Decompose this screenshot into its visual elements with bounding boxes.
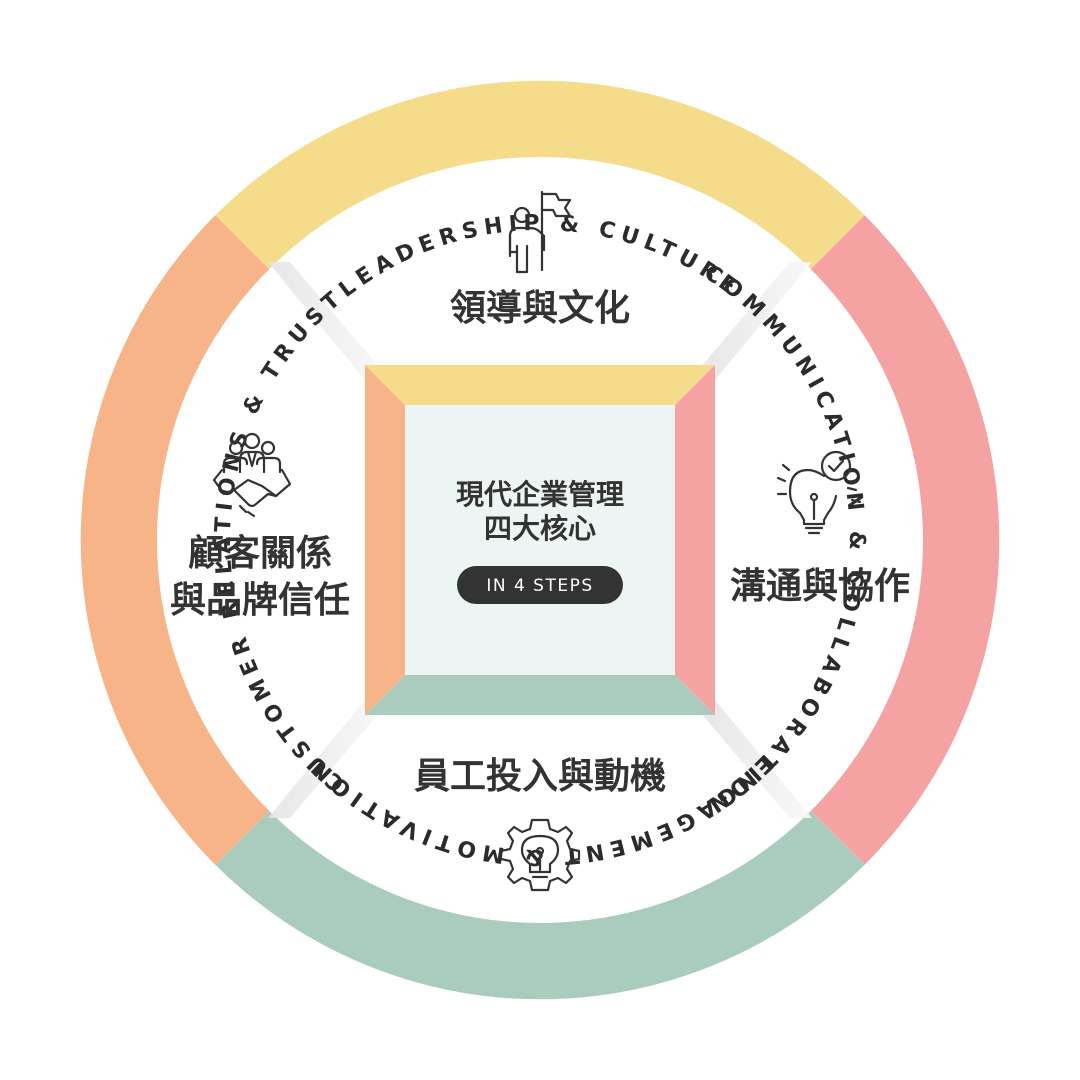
center-frame-top: [365, 365, 715, 405]
leader-flag-icon: [508, 190, 572, 274]
steps-pill-label: IN 4 STEPS: [486, 576, 593, 596]
quadrant-dividers: [268, 262, 812, 818]
center-frame-bottom: [365, 675, 715, 715]
quadrant-title-top: 領導與文化: [450, 287, 630, 329]
lightbulb-check-icon: [776, 450, 862, 535]
quadrant-title-left-line2: 與品牌信任: [170, 580, 350, 621]
steps-pill: [457, 566, 623, 604]
center-title-line1: 現代企業管理: [456, 478, 624, 511]
center-frame-right: [675, 365, 715, 715]
handshake-team-icon: [212, 432, 292, 518]
center-panel: [405, 405, 675, 675]
lightbulb-gear-icon: [499, 818, 581, 892]
center-frame-left: [365, 365, 405, 715]
quadrant-title-bottom: 員工投入與動機: [414, 756, 666, 797]
quadrant-title-left-line1: 顧客關係: [188, 533, 332, 574]
center-title-line2: 四大核心: [484, 512, 596, 545]
quadrant-title-right: 溝通與協作: [730, 566, 910, 607]
